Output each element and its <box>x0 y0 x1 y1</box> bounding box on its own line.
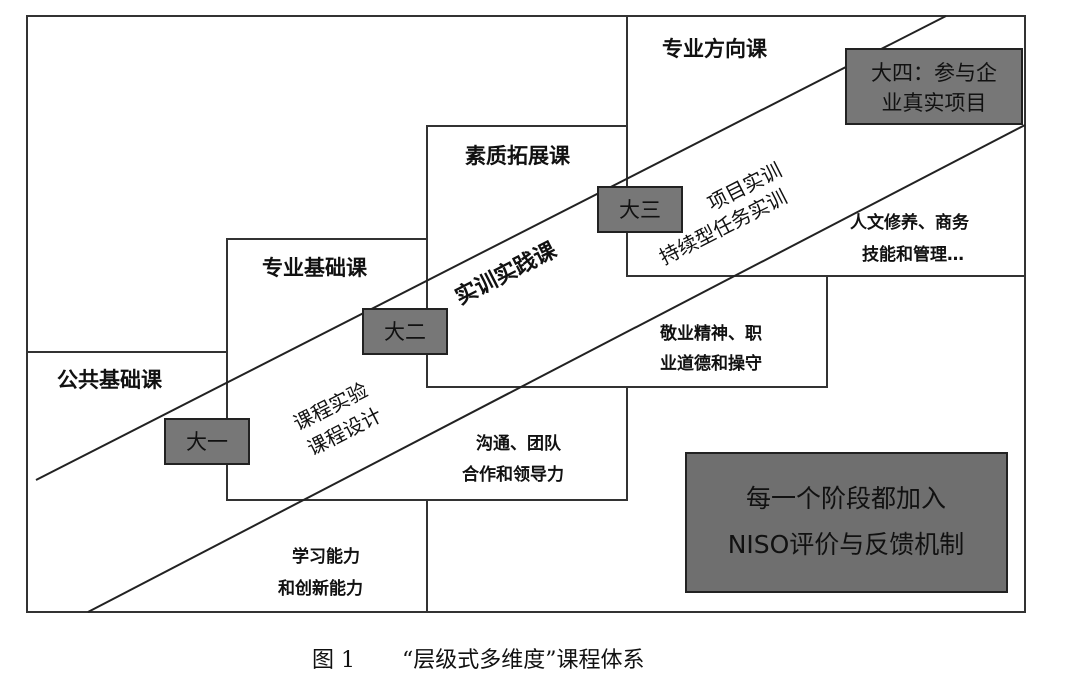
ability-team-line1: 沟通、团队 <box>476 433 562 454</box>
year-label-3: 大三 <box>619 198 661 222</box>
feedback-note-line1: 每一个阶段都加入 <box>746 484 946 513</box>
year-label-4-line2: 业真实项目 <box>882 91 987 115</box>
course-title-quality: 素质拓展课 <box>465 144 571 168</box>
figure-caption-label: 图 1 <box>312 648 355 673</box>
year-box-4 <box>845 48 1023 125</box>
ability-learning-line2: 和创新能力 <box>278 578 363 599</box>
ability-team-line2: 合作和领导力 <box>462 464 564 485</box>
course-title-professional: 专业基础课 <box>262 256 368 280</box>
course-title-public: 公共基础课 <box>57 368 163 392</box>
practice-band-lower-line <box>87 124 1026 613</box>
ability-learning-line1: 学习能力 <box>292 546 360 567</box>
feedback-note-box <box>685 452 1008 593</box>
ability-ethics-line2: 业道德和操守 <box>660 353 762 374</box>
year-label-1: 大一 <box>186 430 228 454</box>
feedback-note-line2: NISO评价与反馈机制 <box>728 530 965 559</box>
year-label-4-line1: 大四：参与企 <box>871 61 997 85</box>
course-title-direction: 专业方向课 <box>662 37 768 61</box>
year-box-1 <box>164 418 250 465</box>
year-label-2: 大二 <box>384 320 426 344</box>
ability-ethics-line1: 敬业精神、职 <box>659 323 762 344</box>
practice-band-upper-line <box>35 15 947 481</box>
year-box-2 <box>362 308 448 355</box>
year-box-3 <box>597 186 683 233</box>
ability-humanities-line2: 技能和管理… <box>862 244 964 265</box>
ability-humanities-line1: 人文修养、商务 <box>850 212 970 233</box>
figure-caption-title: “层级式多维度”课程体系 <box>402 648 645 673</box>
